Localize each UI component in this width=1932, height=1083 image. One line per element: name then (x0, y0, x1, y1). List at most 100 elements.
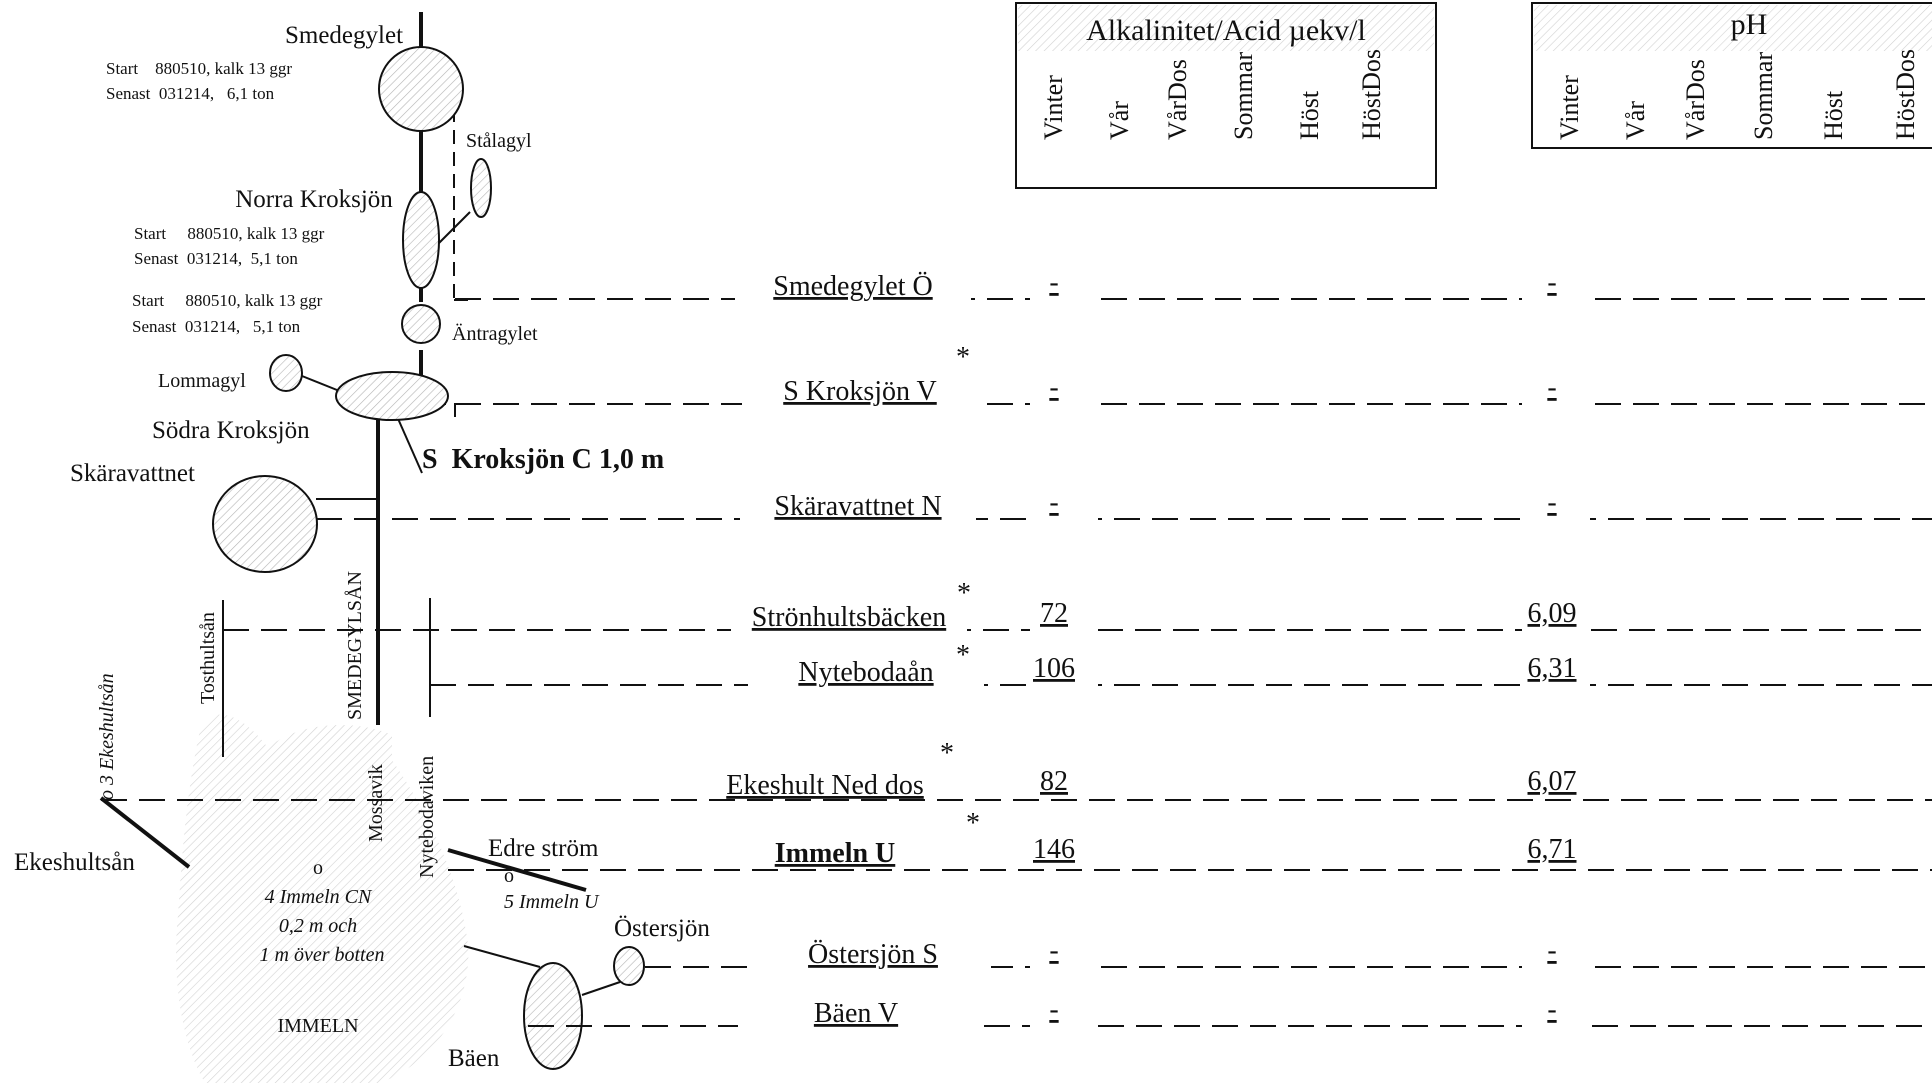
ph-value: 6,09 (1528, 598, 1577, 629)
smedegylet-lake (378, 46, 464, 132)
station-row: Nytebodaån * 106 6,31 (430, 640, 1932, 688)
ph-column-label: HöstDos (1891, 49, 1920, 140)
ph-column-label: Vår (1621, 101, 1650, 140)
smedegylet-label: Smedegylet (285, 22, 403, 49)
antragylet-senast: Senast 031214, 5,1 ton (132, 317, 301, 336)
ph-value: 6,07 (1528, 766, 1577, 797)
ph-title: pH (1731, 8, 1768, 41)
station-name: Nytebodaån (798, 657, 933, 688)
immeln-u-site-label: 5 Immeln U (504, 891, 600, 913)
ekeshultsan-site-label: o 3 Ekeshultsån (96, 673, 118, 800)
lommagyl-label: Lommagyl (158, 370, 246, 392)
ph-column-label: Vinter (1555, 75, 1584, 140)
alkalinity-value: 146 (1033, 834, 1075, 865)
ostersjon-label: Östersjön (614, 915, 710, 942)
station-row: Ekeshult Ned dos * 82 6,07 (101, 738, 1932, 801)
immeln-cn-line1: 4 Immeln CN (265, 886, 373, 908)
alkalinity-column-label: Sommar (1229, 52, 1258, 140)
ph-value-bg (1522, 374, 1590, 405)
ph-value-bg (1522, 937, 1590, 968)
station-label-bg (717, 836, 953, 867)
station-name: S Kroksjön V (783, 376, 937, 407)
station-row: S Kroksjön V*-- (455, 342, 1932, 407)
ph-value-bg (1522, 269, 1590, 300)
alkalinity-column-label: Vinter (1039, 75, 1068, 140)
station-name: Smedegylet Ö (773, 271, 932, 302)
alk-value-bg (1030, 768, 1098, 799)
nytebodaviken-label: Nytebodaviken (416, 756, 438, 878)
alkalinity-value: - (1049, 994, 1058, 1025)
river-network (99, 12, 621, 996)
edre-strom-label: Edre ström (488, 835, 599, 862)
station-star: * (966, 808, 980, 839)
alk-value-bg (1030, 836, 1098, 867)
norra-kroksjon-lake (402, 191, 440, 289)
immeln-lake (176, 714, 469, 1083)
station-name: Skäravattnet N (774, 491, 941, 522)
station-name: Immeln U (775, 838, 896, 869)
station-rows: Smedegylet Ö - - S Kroksjön V * - - Skäravattne… (101, 267, 1932, 1029)
stream-labels: S Kroksjön C 1,0 m SMEDEGYLSÅN Tosthults… (14, 444, 664, 966)
smedegylet-start: Start 880510, kalk 13 ggr (106, 59, 292, 78)
station-star: * (956, 342, 970, 373)
alk-value-bg (1030, 600, 1098, 631)
ph-value: - (1547, 372, 1556, 403)
ph-value-bg (1522, 489, 1590, 520)
station-name: Strönhultsbäcken (752, 602, 946, 633)
skaravattnet-label: Skäravattnet (70, 460, 195, 487)
ph-value: 6,31 (1528, 653, 1577, 684)
alkalinity-column-label: HöstDos (1357, 49, 1386, 140)
ph-value-bg (1522, 600, 1590, 631)
ph-column-label: Höst (1819, 90, 1848, 140)
alkalinity-header: Alkalinitet/Acid µekv/l (1015, 2, 1437, 189)
alk-value-bg (1030, 489, 1098, 520)
liming-info: Start 880510, kalk 13 ggr Senast 031214,… (106, 59, 325, 336)
immeln-u-site-marker: o (504, 865, 514, 887)
ph-value: - (1547, 487, 1556, 518)
ph-value: - (1547, 994, 1556, 1025)
ph-value: - (1547, 267, 1556, 298)
station-star: * (956, 640, 970, 671)
alkalinity-value: - (1049, 267, 1058, 298)
alkalinity-value: - (1049, 935, 1058, 966)
alkalinity-value: 82 (1040, 766, 1068, 797)
ph-value-bg (1522, 768, 1590, 799)
antragylet-start: Start 880510, kalk 13 ggr (132, 291, 323, 310)
skaravattnet-lake (212, 475, 318, 573)
alk-value-bg (1030, 269, 1098, 300)
alk-value-bg (1030, 374, 1098, 405)
antragylet-lake (401, 304, 441, 344)
alk-value-bg (1030, 655, 1098, 686)
station-star: * (940, 738, 954, 769)
sodra-kroksjon-label: Södra Kroksjön (152, 417, 310, 444)
stalagyl-label: Stålagyl (466, 130, 532, 152)
ph-value-bg (1522, 836, 1590, 867)
tosthultsan-label: Tosthultsån (197, 612, 219, 704)
sodra-kroksjon-lake (335, 371, 449, 421)
lake-labels: Smedegylet Stålagyl Norra Kroksjön Äntra… (70, 22, 710, 1072)
kroksjon-c-site-label: S Kroksjön C 1,0 m (422, 444, 664, 475)
station-name: Östersjön S (808, 939, 938, 970)
immeln-label: IMMELN (277, 1015, 358, 1037)
alkalinity-column-label: Höst (1295, 90, 1324, 140)
station-label-bg (748, 655, 984, 686)
station-label-bg (755, 937, 991, 968)
alk-value-bg (1030, 996, 1098, 1027)
station-label-bg (738, 996, 974, 1027)
norra-kroksjon-start: Start 880510, kalk 13 ggr (134, 224, 325, 243)
baen-lake (523, 962, 583, 1070)
station-row: Östersjön S-- (645, 935, 1932, 970)
alkalinity-value: 106 (1033, 653, 1075, 684)
stalagyl-lake (470, 158, 492, 218)
station-row: Skäravattnet N-- (316, 487, 1932, 522)
immeln-cn-line2: 0,2 m och (279, 915, 357, 937)
alk-value-bg (1030, 937, 1098, 968)
station-label-bg (707, 768, 943, 799)
alkalinity-title: Alkalinitet/Acid µekv/l (1086, 14, 1366, 47)
station-label-bg (740, 489, 976, 520)
station-label-bg (742, 374, 978, 405)
station-name: Ekeshult Ned dos (726, 770, 924, 801)
